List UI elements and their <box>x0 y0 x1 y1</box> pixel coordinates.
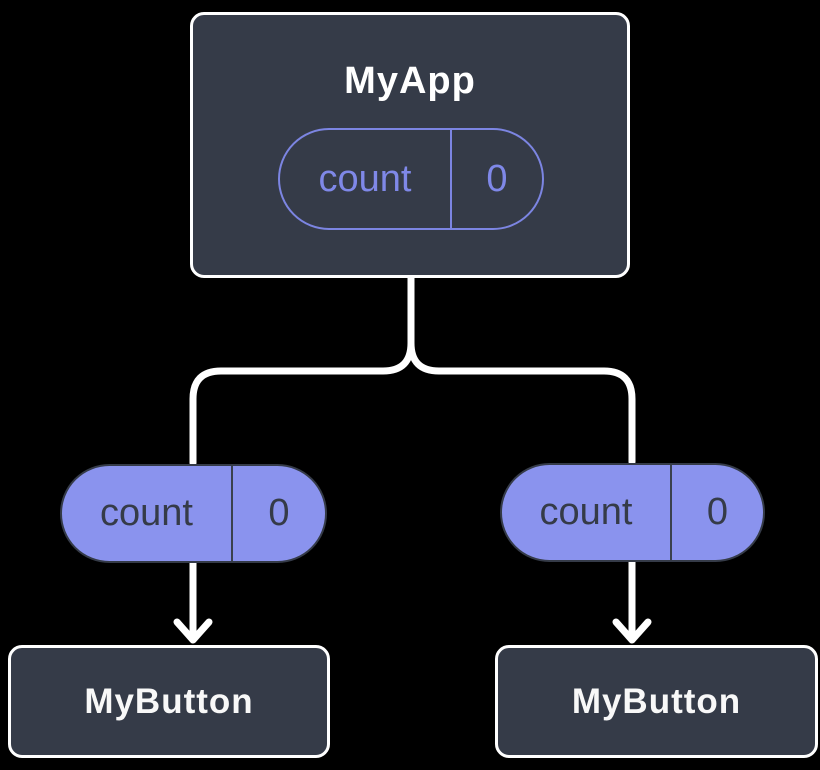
node-mybutton-left: MyButton <box>8 645 330 758</box>
prop-pill-left: count 0 <box>60 464 327 563</box>
state-pill-myapp: count 0 <box>278 128 544 230</box>
node-mybutton-right: MyButton <box>495 645 818 758</box>
node-mybutton-right-title: MyButton <box>571 681 742 721</box>
branch-right-connector <box>407 273 636 466</box>
left-arrow-head-icon <box>173 618 213 644</box>
prop-pill-right: count 0 <box>500 463 765 562</box>
node-myapp: MyApp count 0 <box>190 12 630 278</box>
prop-pill-left-label: count <box>62 466 233 561</box>
state-pill-value: 0 <box>486 157 508 200</box>
branch-left-connector <box>189 273 415 467</box>
prop-pill-left-value: 0 <box>268 492 290 534</box>
right-arrow-head-icon <box>612 618 652 644</box>
node-mybutton-left-title: MyButton <box>84 681 254 721</box>
state-pill-label: count <box>280 130 452 228</box>
prop-pill-right-label: count <box>502 465 672 560</box>
prop-pill-right-value: 0 <box>706 491 729 533</box>
node-myapp-title: MyApp <box>344 60 476 102</box>
